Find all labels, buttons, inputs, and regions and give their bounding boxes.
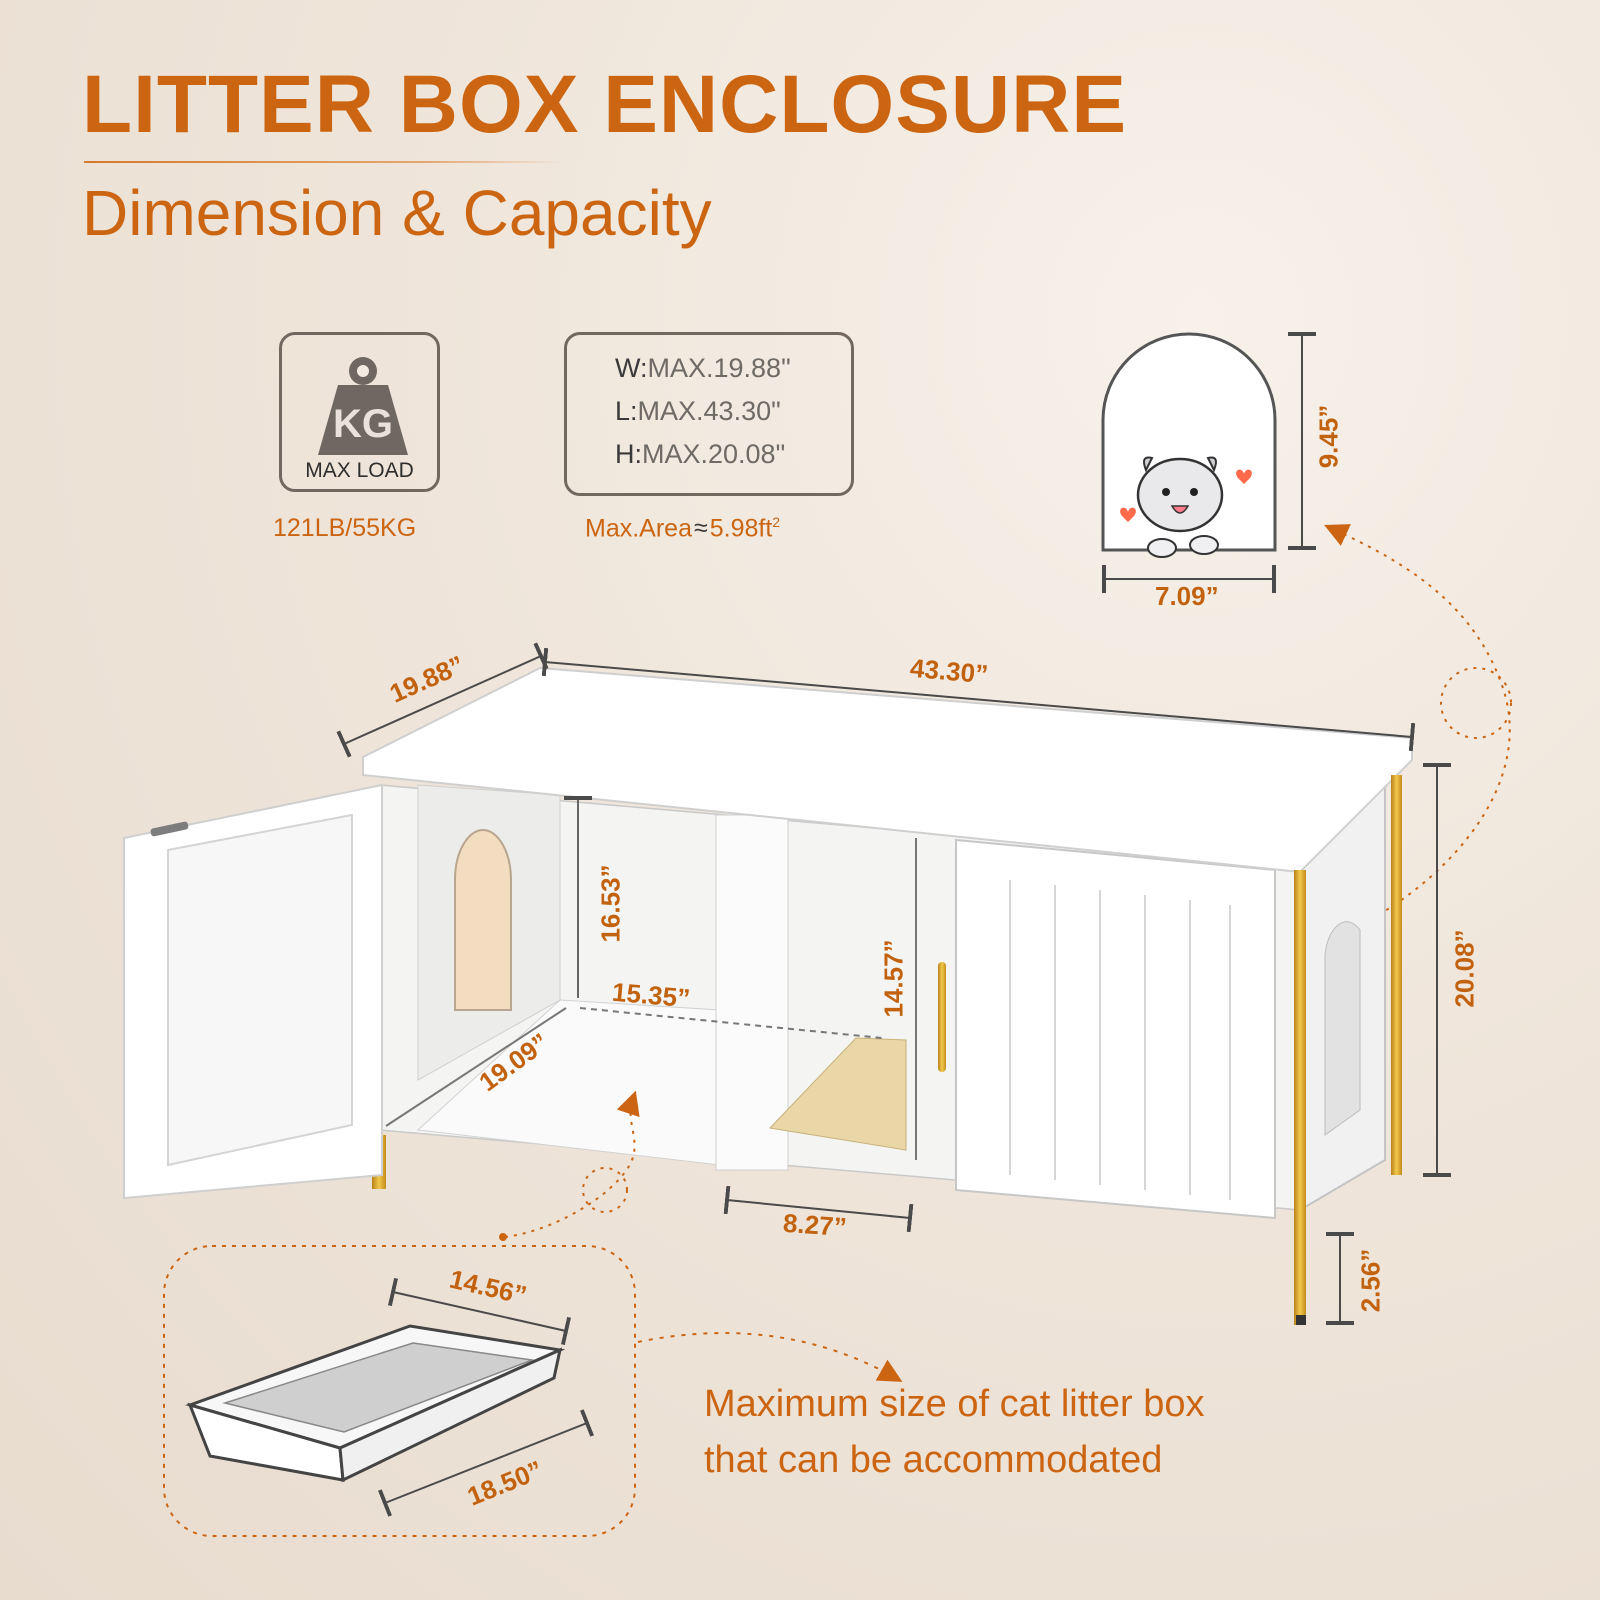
max-length-line: L:MAX.43.30" [615,396,781,427]
litter-box-panel [163,1245,636,1537]
litter-box-caption: Maximum size of cat litter box that can … [704,1376,1204,1488]
leg-height-label: 2.56” [1355,1248,1386,1313]
cat-door-height-label: 9.45” [1313,404,1344,469]
partition-height-label: 14.57” [878,939,909,1018]
max-area-value: 5.98ft [709,514,773,543]
cat-icon [1136,456,1224,558]
max-area-label: Max.Area [585,514,692,543]
max-load-badge: KG MAX LOAD [279,332,440,492]
cat-door-diagram [1101,332,1316,593]
weight-icon: KG [318,357,408,455]
max-height-key: H: [615,439,642,469]
max-length-key: L: [615,396,638,426]
litter-box-caption-line2: that can be accommodated [704,1439,1163,1481]
cat-door-width-label: 7.09” [1155,581,1219,611]
heart-icon [1120,507,1136,522]
max-area-caption: Max.Area≈5.98ft2 [585,514,780,543]
page-subtitle: Dimension & Capacity [82,177,712,249]
max-height-line: H:MAX.20.08" [615,439,785,470]
approx-symbol: ≈ [693,514,708,543]
max-load-value: 121LB/55KG [273,514,417,542]
door-handle [938,962,946,1072]
max-dimensions-box: W:MAX.19.88" L:MAX.43.30" H:MAX.20.08" [564,332,854,496]
partition-gap-label: 8.27” [782,1207,848,1243]
max-area-unit-sup: 2 [772,514,781,530]
max-height-value: MAX.20.08" [642,439,786,469]
litter-box-caption-line1: Maximum size of cat litter box [704,1383,1205,1425]
heart-icon [1236,469,1252,484]
cabinet-body [123,666,1413,1325]
page-title: LITTER BOX ENCLOSURE [82,59,1128,150]
height-label: 20.08” [1449,929,1480,1008]
max-length-value: MAX.43.30" [637,396,781,426]
max-width-key: W: [615,353,648,383]
inner-height-label: 16.53” [595,864,626,943]
weight-icon-text: KG [333,402,393,446]
max-load-label: MAX LOAD [305,459,414,482]
max-width-line: W:MAX.19.88" [615,353,791,384]
max-width-value: MAX.19.88" [647,353,791,383]
title-divider [84,161,564,163]
inner-cat-door [454,829,512,1011]
